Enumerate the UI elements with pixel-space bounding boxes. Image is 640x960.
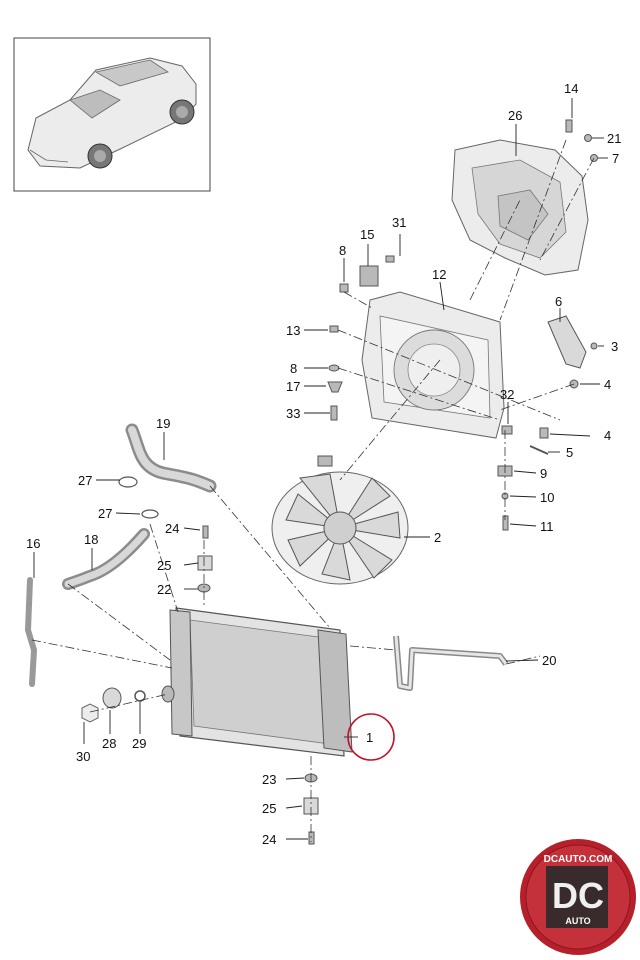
bracket-6-part bbox=[547, 315, 587, 369]
callout-19: 19 bbox=[156, 416, 170, 431]
callout-8: 8 bbox=[339, 243, 346, 258]
leader-lines bbox=[33, 98, 608, 840]
callout-22: 22 bbox=[157, 582, 171, 597]
fan-frame-part bbox=[361, 291, 505, 439]
callout-17: 17 bbox=[286, 379, 300, 394]
callout-29: 29 bbox=[132, 736, 146, 751]
callout-3: 3 bbox=[611, 339, 618, 354]
callout-33: 33 bbox=[286, 406, 300, 421]
callout-23: 23 bbox=[262, 772, 276, 787]
callout-9: 9 bbox=[540, 466, 547, 481]
callout-16: 16 bbox=[26, 536, 40, 551]
watermark-letters: DC bbox=[552, 875, 604, 916]
bracket-part bbox=[359, 265, 379, 287]
callout-4: 4 bbox=[604, 428, 611, 443]
callout-6: 6 bbox=[555, 294, 562, 309]
callout-25: 25 bbox=[157, 558, 171, 573]
callout-7: 7 bbox=[612, 151, 619, 166]
assembly-lines bbox=[31, 139, 595, 842]
callout-1: 1 bbox=[366, 730, 373, 745]
callout-5: 5 bbox=[566, 445, 573, 460]
callout-labels: 1 2 3 4 4 5 6 7 8 8 9 10 11 12 13 14 15 … bbox=[26, 81, 621, 847]
callout-20: 20 bbox=[542, 653, 556, 668]
watermark-top-text: DCAUTO.COM bbox=[544, 854, 613, 865]
callout-21: 21 bbox=[607, 131, 621, 146]
callout-8: 8 bbox=[290, 361, 297, 376]
callout-27: 27 bbox=[98, 506, 112, 521]
bolt-part bbox=[565, 119, 573, 133]
highlight-circle bbox=[347, 713, 395, 761]
overflow-hose-part bbox=[24, 577, 38, 687]
dcauto-watermark-logo: DCAUTO.COM DC AUTO bbox=[520, 839, 636, 955]
callout-24: 24 bbox=[262, 832, 276, 847]
callout-26: 26 bbox=[508, 108, 522, 123]
callout-31: 31 bbox=[392, 215, 406, 230]
callout-10: 10 bbox=[540, 490, 554, 505]
callout-11: 11 bbox=[540, 519, 554, 534]
watermark-bottom-text: AUTO bbox=[565, 916, 590, 926]
callout-25: 25 bbox=[262, 801, 276, 816]
callout-32: 32 bbox=[500, 387, 514, 402]
callout-12: 12 bbox=[432, 267, 446, 282]
callout-2: 2 bbox=[434, 530, 441, 545]
callout-30: 30 bbox=[76, 749, 90, 764]
callout-18: 18 bbox=[84, 532, 98, 547]
vehicle-thumbnail bbox=[13, 37, 211, 192]
callout-27: 27 bbox=[78, 473, 92, 488]
callout-14: 14 bbox=[564, 81, 578, 96]
callout-24: 24 bbox=[165, 521, 179, 536]
callout-15: 15 bbox=[360, 227, 374, 242]
callout-4: 4 bbox=[604, 377, 611, 392]
cooling-fan-part bbox=[271, 455, 409, 585]
callout-13: 13 bbox=[286, 323, 300, 338]
callout-28: 28 bbox=[102, 736, 116, 751]
radiator-part bbox=[161, 607, 353, 757]
